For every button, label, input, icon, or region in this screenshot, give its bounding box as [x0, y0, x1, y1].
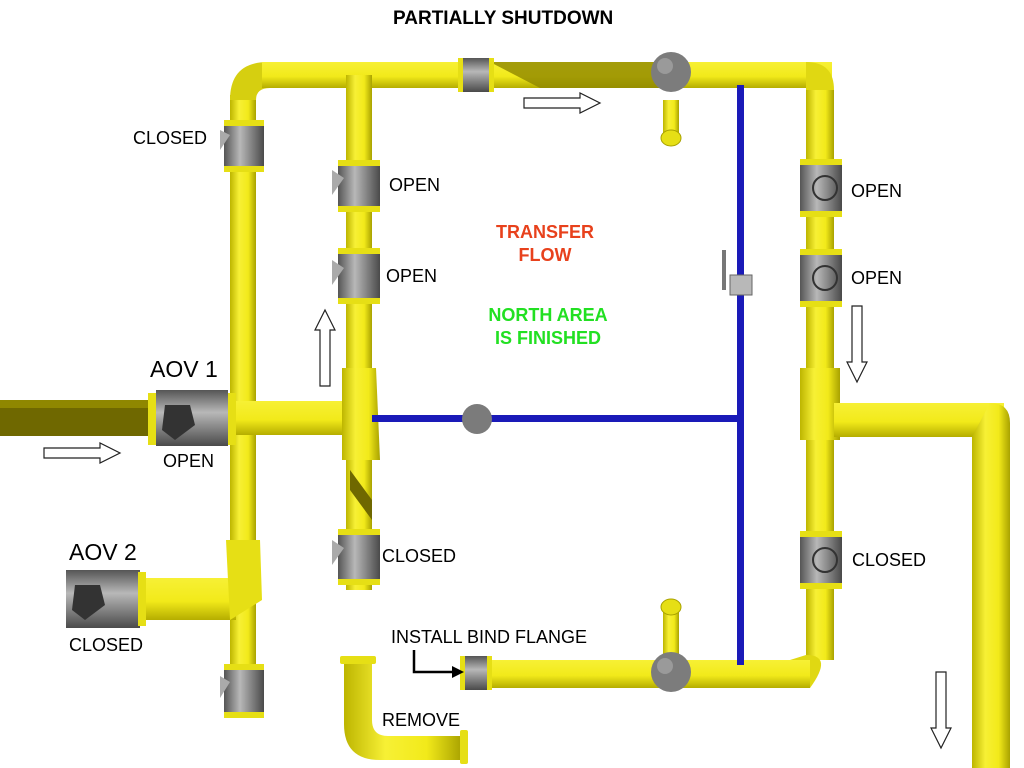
aov2-valve [66, 570, 146, 628]
top-ball-valve [651, 52, 691, 92]
inner-lower-valve-label: OPEN [386, 266, 438, 286]
inlet-pipe [0, 400, 152, 436]
top-header-valve [458, 58, 494, 92]
inner-bottom-valve-label: CLOSED [382, 546, 457, 566]
north-area-line2: IS FINISHED [494, 328, 601, 348]
top-left-valve-label: CLOSED [133, 128, 208, 148]
flow-arrow-down-right [846, 305, 868, 384]
bind-flange-note: INSTALL BIND FLANGE [391, 627, 588, 647]
inner-upper-open-valve [332, 160, 380, 212]
bottom-ball-valve [651, 652, 691, 692]
aov1-valve [148, 390, 236, 446]
right-upper-open-valve [800, 159, 842, 217]
flow-arrow-down-outlet [930, 671, 952, 750]
removable-spool [340, 656, 468, 764]
aov2-name: AOV 2 [69, 539, 137, 565]
bind-flange-valve [460, 656, 492, 690]
aov2-state: CLOSED [69, 635, 144, 655]
transfer-flow-line1: TRANSFER [496, 222, 594, 242]
left-header-pipes [140, 62, 832, 715]
flow-arrow-up [314, 308, 336, 387]
flow-arrow-right-top [523, 92, 602, 114]
aov1-state: OPEN [163, 451, 215, 471]
inner-upper-valve-label: OPEN [389, 175, 441, 195]
bottom-stub [660, 598, 682, 660]
bind-flange-pointer [412, 650, 464, 678]
page-title: PARTIALLY SHUTDOWN [393, 8, 614, 29]
north-area-line1: NORTH AREA [488, 305, 608, 325]
top-left-closed-valve [220, 120, 264, 172]
right-lower-valve-label: OPEN [851, 268, 903, 288]
inner-bottom-closed-valve [332, 529, 380, 585]
right-bottom-valve-label: CLOSED [852, 550, 927, 570]
right-lower-open-valve [800, 249, 842, 307]
inner-lower-open-valve [332, 248, 380, 304]
aov1-name: AOV 1 [150, 356, 218, 382]
transfer-flow-line2: FLOW [518, 245, 572, 265]
north-area-status: NORTH AREA IS FINISHED [468, 304, 628, 350]
remove-note: REMOVE [382, 710, 461, 730]
blue-instrument-lines [372, 85, 753, 665]
inner-vertical-pipe [342, 75, 380, 590]
top-stub [660, 100, 682, 147]
right-bottom-closed-valve [800, 531, 842, 589]
flow-arrow-right-inlet [43, 442, 122, 464]
right-upper-valve-label: OPEN [851, 181, 903, 201]
left-bottom-valve [220, 664, 264, 718]
transfer-flow-status: TRANSFER FLOW [470, 221, 620, 267]
